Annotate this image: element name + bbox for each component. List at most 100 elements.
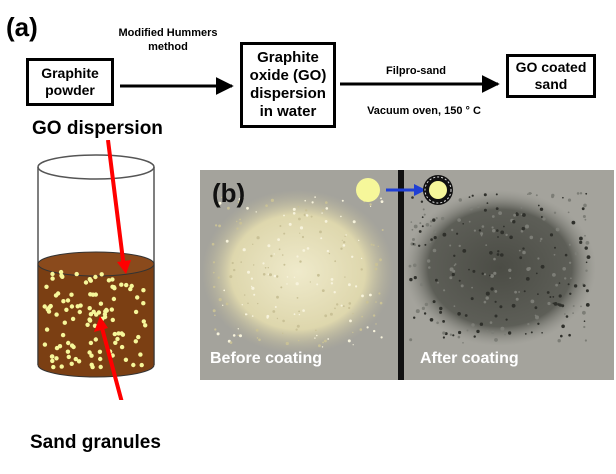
coated-sand-speck	[412, 238, 415, 241]
coated-sand-speck	[527, 323, 530, 326]
uncoated-sand-speck	[316, 283, 319, 286]
granule-dot	[119, 282, 124, 287]
coated-sand-speck	[540, 264, 545, 269]
coated-sand-speck	[432, 218, 436, 222]
coated-sand-speck	[451, 272, 455, 277]
uncoated-sand-speck	[324, 220, 328, 223]
coated-sand-speck	[503, 225, 505, 228]
sand-granules-label: Sand granules	[30, 432, 161, 453]
coated-sand-speck	[462, 223, 465, 225]
go-coated-sand-box: GO coated sand	[506, 54, 596, 98]
coated-sand-speck	[584, 339, 587, 342]
granule-dot	[85, 322, 90, 327]
coated-sand-speck	[490, 274, 494, 278]
uncoated-sand-speck	[320, 237, 323, 240]
granule-dot	[123, 357, 129, 362]
coated-sand-speck	[415, 309, 420, 314]
coated-sand-speck	[460, 284, 464, 288]
coated-sand-speck	[452, 334, 455, 337]
coated-sand-speck	[479, 322, 484, 326]
uncoated-sand-speck	[301, 235, 305, 239]
coated-sand-speck	[555, 283, 558, 287]
coated-sand-speck	[491, 330, 495, 334]
uncoated-sand-speck	[286, 283, 288, 285]
coated-sand-speck	[495, 193, 498, 196]
uncoated-sand-speck	[298, 217, 301, 221]
dispersion-surface	[37, 251, 155, 277]
uncoated-sand-speck	[256, 337, 259, 339]
coated-sand-speck	[558, 282, 561, 284]
granule-dot	[89, 353, 94, 358]
coated-sand-speck	[421, 225, 424, 228]
coated-sand-speck	[565, 315, 569, 318]
coated-sand-speck	[585, 269, 588, 272]
coated-sand-speck	[504, 333, 506, 336]
coated-sand-speck	[432, 248, 437, 253]
coated-sand-speck	[449, 276, 453, 280]
coated-sand-speck	[421, 306, 425, 310]
granule-dot	[119, 331, 124, 336]
granule-dot	[104, 307, 109, 313]
uncoated-sand-speck	[344, 276, 346, 278]
coated-sand-speck	[408, 264, 412, 268]
coated-sand-speck	[458, 244, 461, 248]
coated-sand-speck	[519, 256, 523, 260]
uncoated-sand-speck	[255, 211, 257, 213]
coated-sand-speck	[507, 331, 512, 335]
uncoated-sand-speck	[322, 341, 324, 344]
uncoated-sand-speck	[370, 205, 372, 207]
uncoated-sand-speck	[379, 258, 382, 262]
uncoated-sand-speck	[322, 209, 325, 212]
coated-sand-speck	[421, 216, 424, 219]
uncoated-sand-speck	[288, 222, 292, 226]
uncoated-sand-speck	[317, 273, 320, 277]
coated-sand-speck	[418, 244, 421, 247]
coated-sand-speck	[540, 216, 543, 218]
coated-sand-speck	[472, 269, 476, 273]
uncoated-sand-speck	[292, 212, 296, 215]
uncoated-sand-speck	[340, 247, 343, 250]
coated-sand-speck	[500, 253, 504, 257]
go-dispersion-box: Graphite oxide (GO) dispersion in water	[240, 42, 336, 128]
granule-dot	[59, 364, 64, 369]
uncoated-sand-speck	[352, 313, 354, 315]
uncoated-sand-speck	[220, 196, 223, 199]
coated-sand-speck	[435, 217, 438, 220]
uncoated-sand-speck	[281, 254, 284, 256]
coated-sand-speck	[423, 312, 427, 315]
uncoated-sand-speck	[315, 329, 317, 332]
uncoated-sand-speck	[305, 214, 308, 216]
uncoated-sand-speck	[305, 209, 308, 212]
coated-sand-speck	[539, 207, 544, 211]
coated-sand-speck	[476, 329, 480, 334]
coated-sand-speck	[458, 279, 461, 282]
granule-dot	[141, 288, 146, 293]
coated-sand-speck	[495, 207, 499, 210]
uncoated-sand-speck	[267, 273, 269, 275]
coated-sand-speck	[567, 198, 572, 202]
uncoated-sand-speck	[218, 298, 222, 302]
uncoated-sand-speck	[311, 201, 314, 204]
coated-sand-speck	[537, 293, 539, 295]
granule-dot	[73, 356, 78, 362]
coated-sand-speck	[547, 301, 551, 306]
granule-dot	[70, 316, 76, 322]
coated-sand-speck	[429, 318, 434, 322]
granule-dot	[61, 299, 66, 304]
coated-sand-speck	[443, 289, 446, 292]
uncoated-sand-speck	[267, 267, 269, 269]
granule-dot	[90, 364, 95, 370]
uncoated-sand-speck	[225, 239, 229, 243]
uncoated-sand-speck	[292, 207, 296, 211]
uncoated-sand-speck	[297, 339, 300, 342]
granule-dot	[74, 271, 79, 277]
coated-sand-speck	[424, 302, 429, 307]
granule-dot	[112, 331, 118, 337]
uncoated-sand-speck	[377, 245, 379, 247]
granule-dot	[113, 340, 118, 345]
coated-sand-speck	[411, 228, 414, 231]
coated-sand-speck	[560, 334, 563, 338]
panel-a-label: (a)	[6, 12, 38, 42]
uncoated-sand-speck	[372, 244, 375, 246]
coated-sand-speck	[481, 225, 485, 228]
